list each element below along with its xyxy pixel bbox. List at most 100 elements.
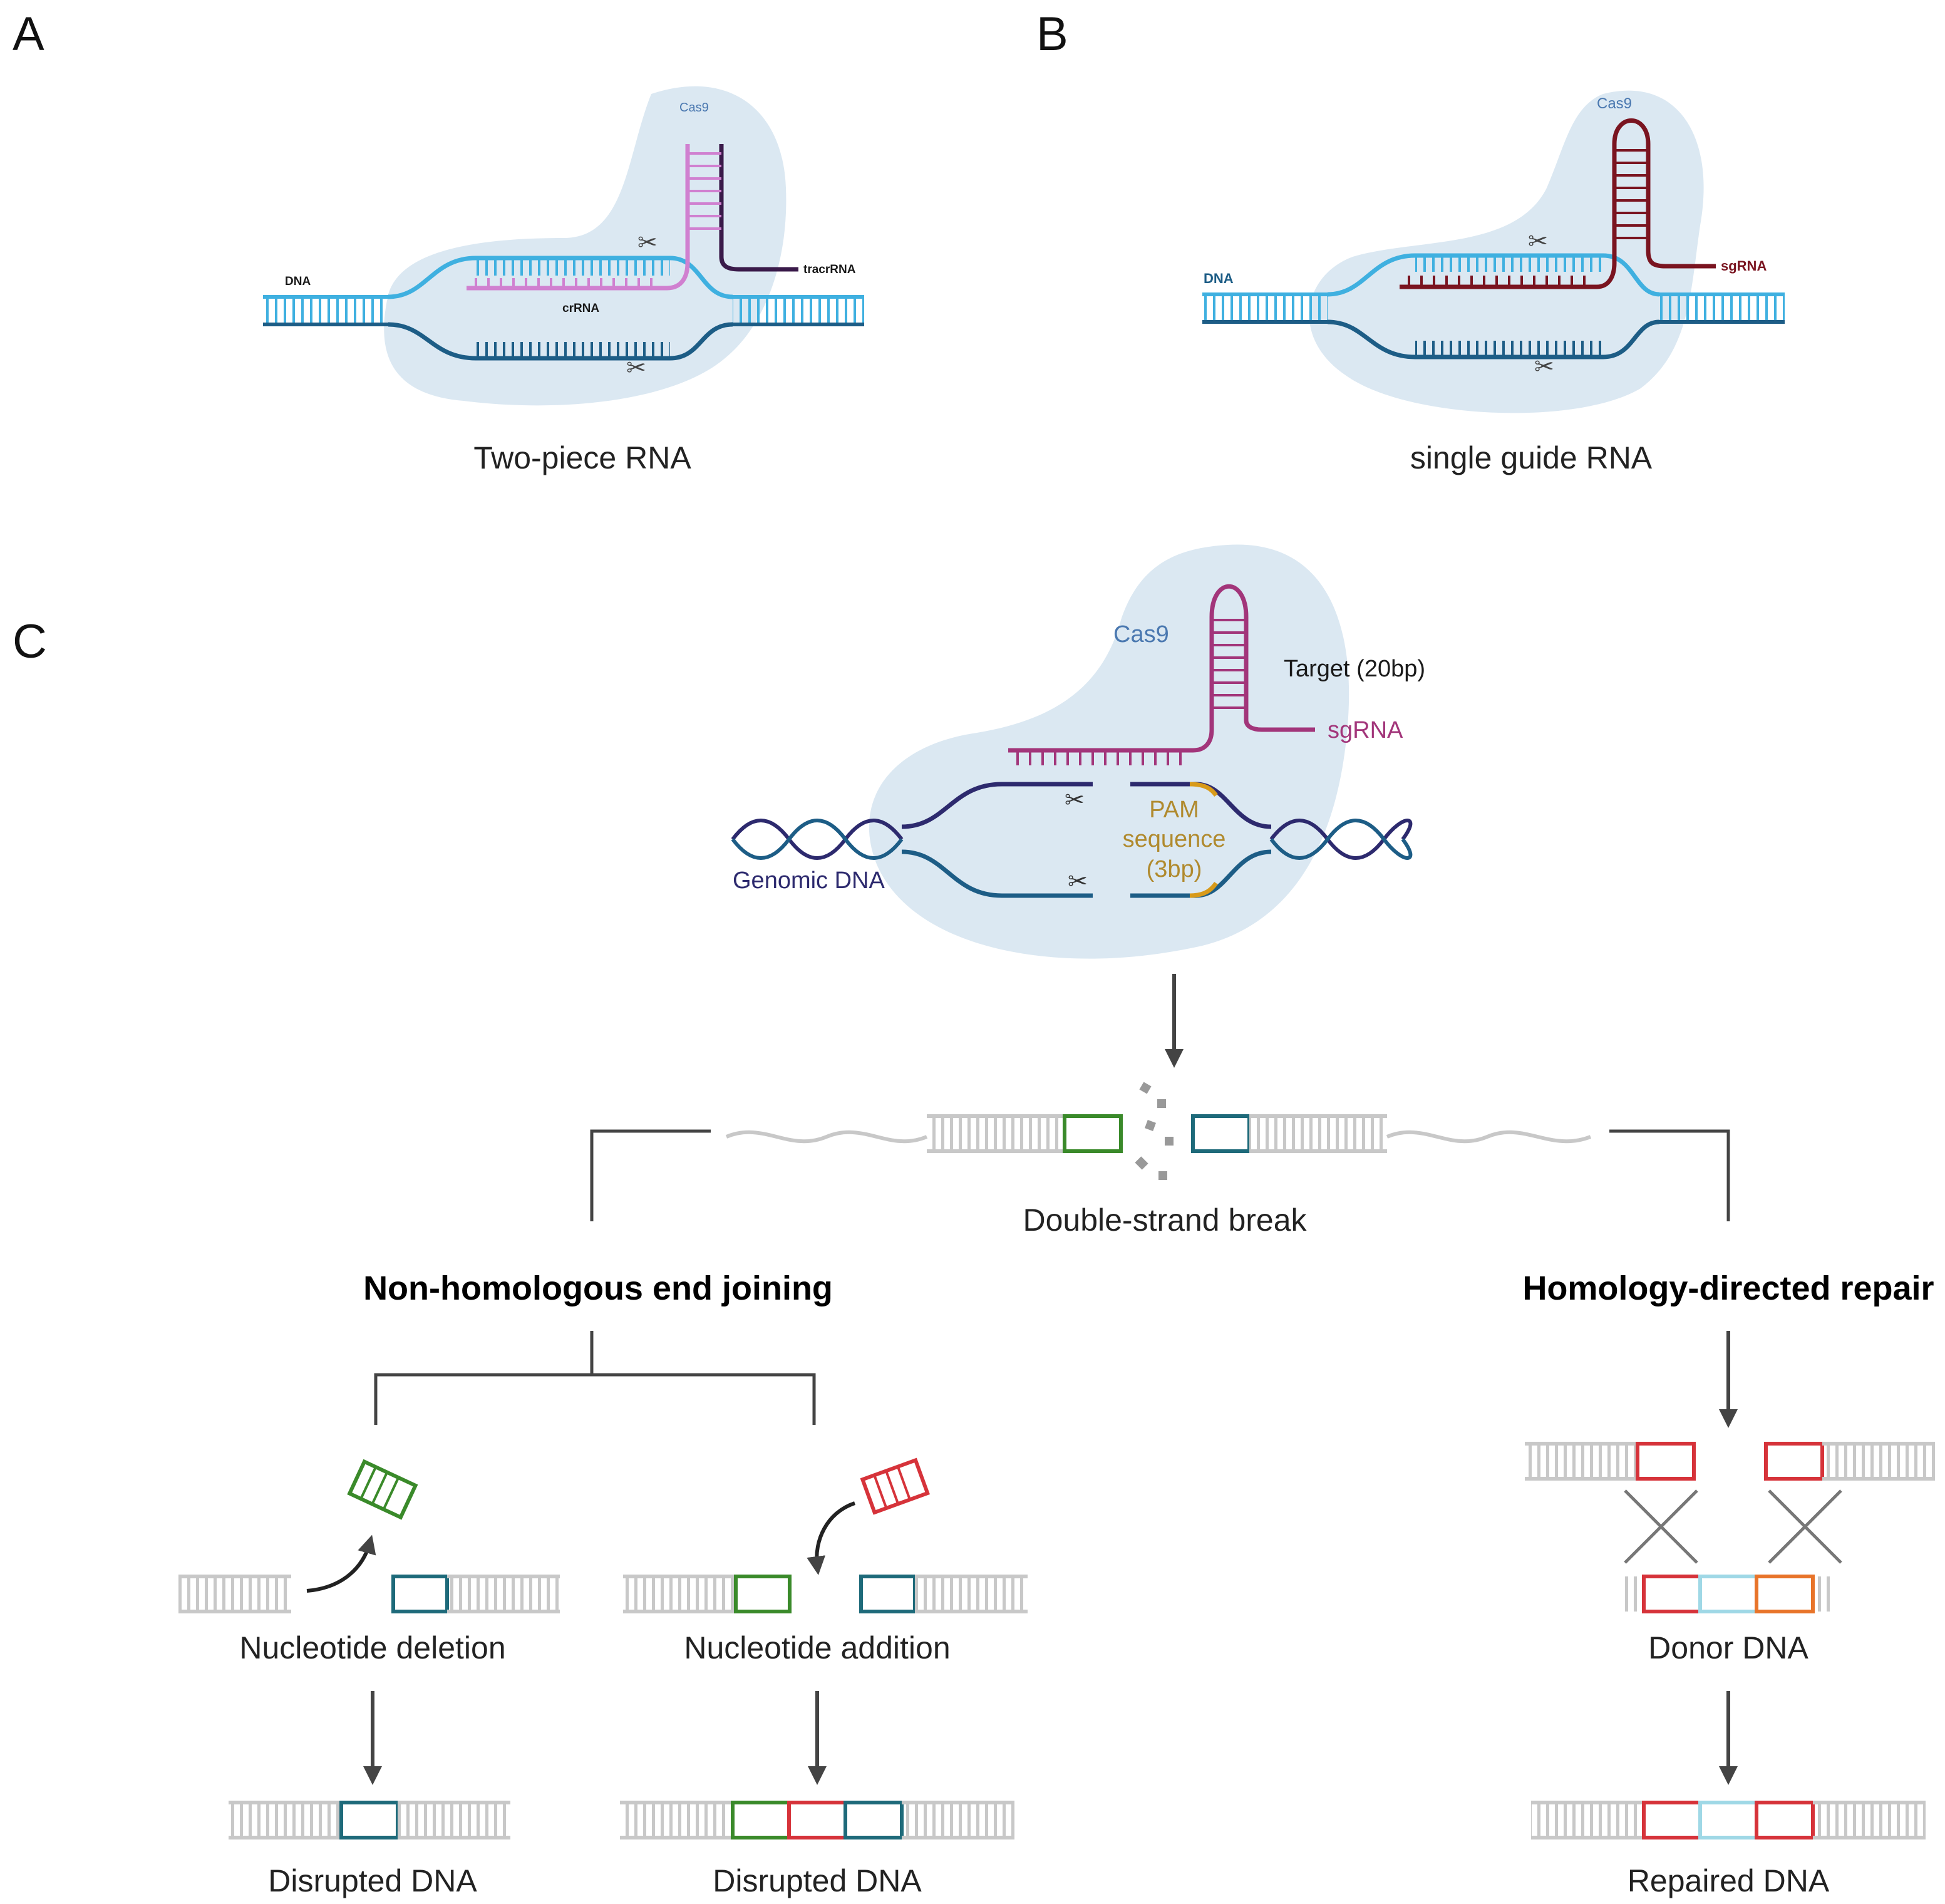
addition-curved-arrow <box>807 1501 855 1575</box>
panel-b-letter: B <box>1036 8 1068 61</box>
dna-gray-segment <box>229 1803 341 1838</box>
scissors-icon: ✂ <box>1065 787 1085 814</box>
hairpin-rungs-a <box>688 152 721 230</box>
hairpin-rungs-c <box>1212 619 1246 709</box>
pam-label-line2: sequence <box>1123 826 1226 852</box>
dna-bottom-rungs <box>476 342 670 358</box>
dna-red-segment <box>1642 1801 1702 1839</box>
dna-teal-segment <box>391 1575 449 1613</box>
genomic-dna-helix-right <box>1269 819 1413 860</box>
branch-line-right <box>1609 1129 1730 1221</box>
dna-straight-right <box>733 295 864 326</box>
dna-gray-segment <box>620 1803 733 1838</box>
crrna-strand <box>467 144 690 291</box>
genomic-dna-helix-left <box>731 819 904 860</box>
crossover-lines <box>1624 1489 1842 1564</box>
pam-label-line3: (3bp) <box>1147 856 1202 882</box>
dna-green-segment <box>731 1801 791 1839</box>
dna-red-segment <box>1755 1801 1815 1839</box>
sgrna-strand <box>1400 118 1716 289</box>
scissors-icon: ✂ <box>626 355 646 381</box>
dna-gray-segment <box>1531 1803 1644 1838</box>
tracrrna-strand <box>719 144 798 272</box>
crrna-label: crRNA <box>562 302 599 315</box>
dna-label: DNA <box>285 275 311 288</box>
cas9-label: Cas9 <box>1113 621 1169 648</box>
panel-a-letter: A <box>13 8 44 61</box>
deletion-floating-fragment <box>347 1459 418 1520</box>
dna-gray-segment <box>1822 1444 1935 1479</box>
dna-orange-segment <box>1755 1575 1815 1613</box>
sgrna-rungs <box>1408 276 1586 287</box>
donor-dna-label: Donor DNA <box>1648 1630 1808 1665</box>
scissors-icon: ✂ <box>1534 354 1554 380</box>
dna-gray-segment <box>1813 1803 1926 1838</box>
dna-gray-segment <box>447 1576 560 1612</box>
dna-red-segment <box>1764 1442 1824 1481</box>
dna-gray-segment <box>902 1803 1014 1838</box>
disrupted-dna-right-label: Disrupted DNA <box>713 1863 922 1898</box>
hdr-title: Homology-directed repair <box>1522 1270 1934 1307</box>
tracrrna-label: tracrRNA <box>803 263 856 276</box>
dna-gray-segment <box>915 1576 1028 1612</box>
green-end <box>1063 1114 1123 1153</box>
dna-cyan-segment <box>1698 1801 1758 1839</box>
broken-dna-left <box>725 1114 1123 1153</box>
dna-gray-segment <box>398 1803 510 1838</box>
double-strand-break-label: Double-strand break <box>1023 1203 1307 1238</box>
dna-gray-segment <box>1813 1576 1832 1612</box>
dna-fragments <box>1135 1082 1174 1180</box>
cas9-protein-blob <box>1309 90 1704 413</box>
dna-gray-segment <box>178 1576 291 1612</box>
dna-gray-segment <box>1525 1444 1638 1479</box>
sgrna-strand <box>1008 584 1315 753</box>
dna-bottom-rungs <box>1415 341 1603 357</box>
dna-gray-segment <box>623 1576 736 1612</box>
crrna-rungs <box>475 278 653 288</box>
panel-a: A Cas9 <box>13 8 864 475</box>
dna-red-segment <box>1636 1442 1696 1481</box>
teal-end <box>1191 1114 1251 1153</box>
disrupted-dna-left-label: Disrupted DNA <box>268 1863 477 1898</box>
panel-b-caption: single guide RNA <box>1410 440 1653 475</box>
panel-c-letter: C <box>13 615 47 668</box>
dna-top-rungs <box>476 258 670 276</box>
nucleotide-deletion-label: Nucleotide deletion <box>239 1630 505 1665</box>
nhej-branch-lines <box>592 1373 816 1425</box>
genomic-dna-label: Genomic DNA <box>733 867 885 894</box>
target-label: Target (20bp) <box>1284 656 1425 682</box>
cas9-label: Cas9 <box>679 101 709 115</box>
dna-red-segment <box>1642 1575 1702 1613</box>
panel-c: C Cas9 <box>13 544 1935 1898</box>
scissors-icon: ✂ <box>1528 229 1548 255</box>
dna-label: DNA <box>1204 271 1234 286</box>
pam-label-line1: PAM <box>1149 797 1199 823</box>
hairpin-rungs-b <box>1614 149 1648 239</box>
cas9-label: Cas9 <box>1597 95 1632 112</box>
sgrna-label: sgRNA <box>1328 717 1403 743</box>
dna-cyan-segment <box>1698 1575 1758 1613</box>
dna-green-segment <box>734 1575 792 1613</box>
nhej-title: Non-homologous end joining <box>363 1270 833 1307</box>
dna-teal-segment <box>339 1801 400 1839</box>
panel-b: B Cas9 <box>1036 8 1785 475</box>
scissors-icon: ✂ <box>1068 869 1088 895</box>
dna-teal-segment <box>844 1801 904 1839</box>
dna-top-rungs <box>1415 256 1603 272</box>
branch-line-left <box>590 1129 711 1221</box>
dna-straight-right <box>1659 292 1785 324</box>
pam-highlight <box>1189 782 1218 797</box>
addition-floating-fragment <box>860 1457 931 1515</box>
scissors-icon: ✂ <box>637 230 658 256</box>
dna-red-segment <box>787 1801 847 1839</box>
sgrna-label: sgRNA <box>1721 258 1767 274</box>
dna-teal-segment <box>859 1575 917 1613</box>
nhej-branch-lines <box>374 1331 594 1425</box>
pam-highlight <box>1189 881 1218 898</box>
dna-straight-left <box>1202 292 1328 324</box>
sgrna-rungs <box>1016 750 1182 765</box>
nucleotide-addition-label: Nucleotide addition <box>684 1630 950 1665</box>
panel-a-caption: Two-piece RNA <box>473 440 691 475</box>
dna-gray-segment <box>1625 1576 1644 1612</box>
